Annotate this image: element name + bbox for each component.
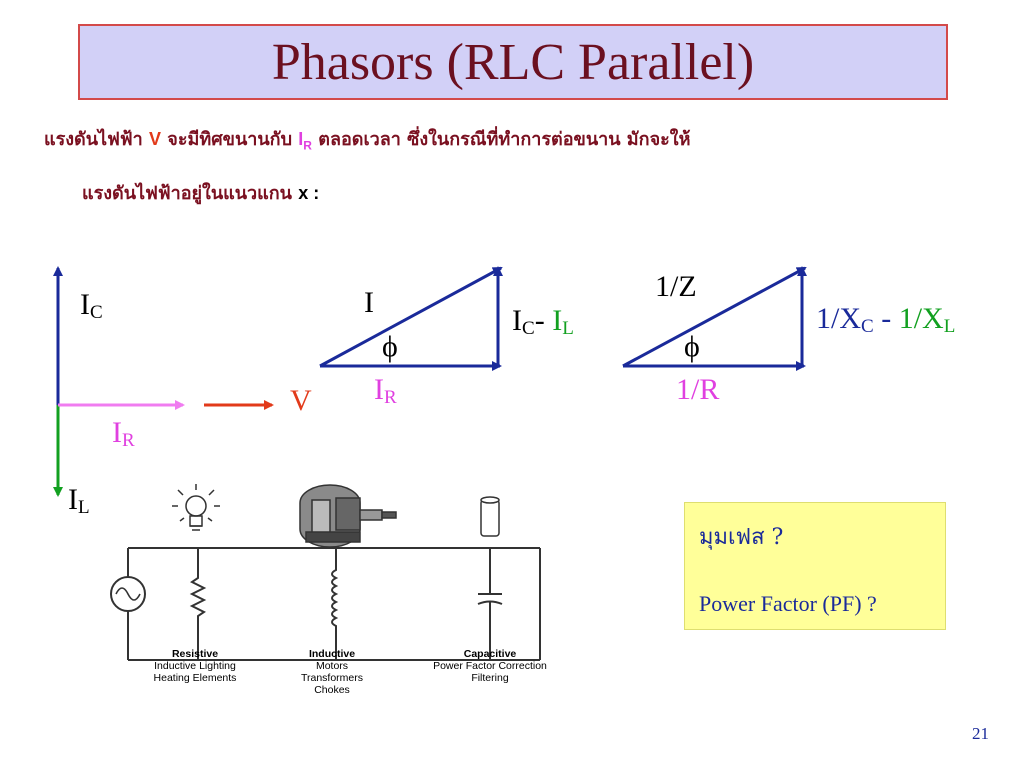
current-vert-b-sub: L (562, 318, 574, 339)
admittance-vert-b-sub: L (943, 316, 956, 337)
current-vert-a-main: I (512, 304, 522, 337)
resistive-heading: Resistive (171, 648, 219, 660)
ic-label: IC (80, 288, 103, 323)
motor-icon (299, 484, 397, 548)
resistor-icon (189, 548, 207, 660)
admittance-hyp-label: 1/Z (655, 270, 697, 303)
intro-line-1: แรงดันไฟฟ้า V จะมีทิศขนานกับ IR ตลอดเวลา… (44, 124, 690, 153)
intro-x-axis: x : (298, 183, 320, 203)
admittance-vert-a-main: 1/X (816, 302, 861, 335)
capacitor-plate-bottom (477, 600, 503, 605)
admittance-vert-label: 1/XC - 1/XL (816, 302, 956, 337)
intro-line-2: แรงดันไฟฟ้าอยู่ในแนวแกน x : (82, 178, 319, 207)
current-vert-sep: - (534, 304, 545, 337)
capacitive-line-2: Filtering (471, 672, 509, 684)
parallel-circuit (110, 547, 541, 661)
ic-main: I (80, 288, 90, 321)
current-vert-label: IC- IL (512, 304, 574, 339)
current-vert-b-main: I (552, 304, 563, 337)
admittance-vert-sep: - (873, 302, 899, 335)
question-box: มุมเฟส ? Power Factor (PF) ? (684, 502, 946, 630)
light-bulb-icon (172, 484, 220, 531)
resistive-caption: Resistive Inductive Lighting Heating Ele… (120, 648, 270, 684)
capacitive-caption: Capacitive Power Factor Correction Filte… (415, 648, 565, 684)
current-base-main: I (374, 373, 384, 406)
capacitive-heading: Capacitive (463, 648, 517, 660)
current-phi-label: ϕ (382, 330, 398, 363)
inductive-line-1: Motors (315, 660, 349, 672)
resistive-line-1: Inductive Lighting (154, 660, 236, 672)
ir-label: IR (112, 416, 135, 451)
current-hyp-label: I (364, 286, 374, 319)
inductive-heading: Inductive (308, 648, 356, 660)
il-label: IL (68, 483, 90, 518)
resistive-line-2: Heating Elements (153, 672, 237, 684)
inductive-line-2: Transformers (300, 672, 364, 684)
intro-text-2: จะมีทิศขนานกับ (167, 129, 292, 150)
admittance-hyp-arrow (622, 266, 807, 368)
capacitor-can-icon (480, 496, 500, 537)
admittance-vert-b-main: 1/X (898, 302, 944, 335)
v-label: V (290, 384, 312, 417)
capacitive-line-1: Power Factor Correction (433, 660, 547, 672)
admittance-base-label: 1/R (676, 373, 720, 406)
ir-sub: R (122, 430, 135, 451)
inductor-icon (331, 548, 339, 660)
ir-main: I (112, 416, 122, 449)
inductive-line-3: Chokes (314, 684, 350, 696)
ac-wave-icon (115, 587, 141, 601)
il-sub: L (78, 497, 90, 518)
admittance-vert-a-sub: C (861, 316, 874, 337)
intro-ir-main: I (298, 129, 304, 149)
ic-sub: C (90, 302, 103, 323)
page-number: 21 (972, 724, 989, 743)
intro-ir-symbol: IR (298, 129, 312, 153)
intro-ir-sub: R (303, 138, 312, 153)
inductive-caption: Inductive Motors Transformers Chokes (257, 648, 407, 696)
current-base-label: IR (374, 373, 397, 408)
title-banner: Phasors (RLC Parallel) (78, 24, 948, 100)
power-factor-question: Power Factor (PF) ? (699, 591, 877, 616)
il-main: I (68, 483, 78, 516)
intro-text-4: แรงดันไฟฟ้าอยู่ในแนวแกน (82, 183, 292, 204)
intro-v-symbol: V (148, 129, 161, 149)
intro-text-1: แรงดันไฟฟ้า (44, 129, 143, 150)
current-hyp-arrow (319, 266, 503, 368)
intro-text-3: ตลอดเวลา ซึ่งในกรณีที่ทำการต่อขนาน มักจะ… (318, 129, 691, 150)
slide-title: Phasors (RLC Parallel) (271, 33, 755, 91)
phase-angle-question: มุมเฟส ? (699, 525, 784, 550)
current-vert-a-sub: C (522, 318, 535, 339)
current-base-sub: R (384, 387, 397, 408)
admittance-phi-label: ϕ (684, 330, 700, 363)
